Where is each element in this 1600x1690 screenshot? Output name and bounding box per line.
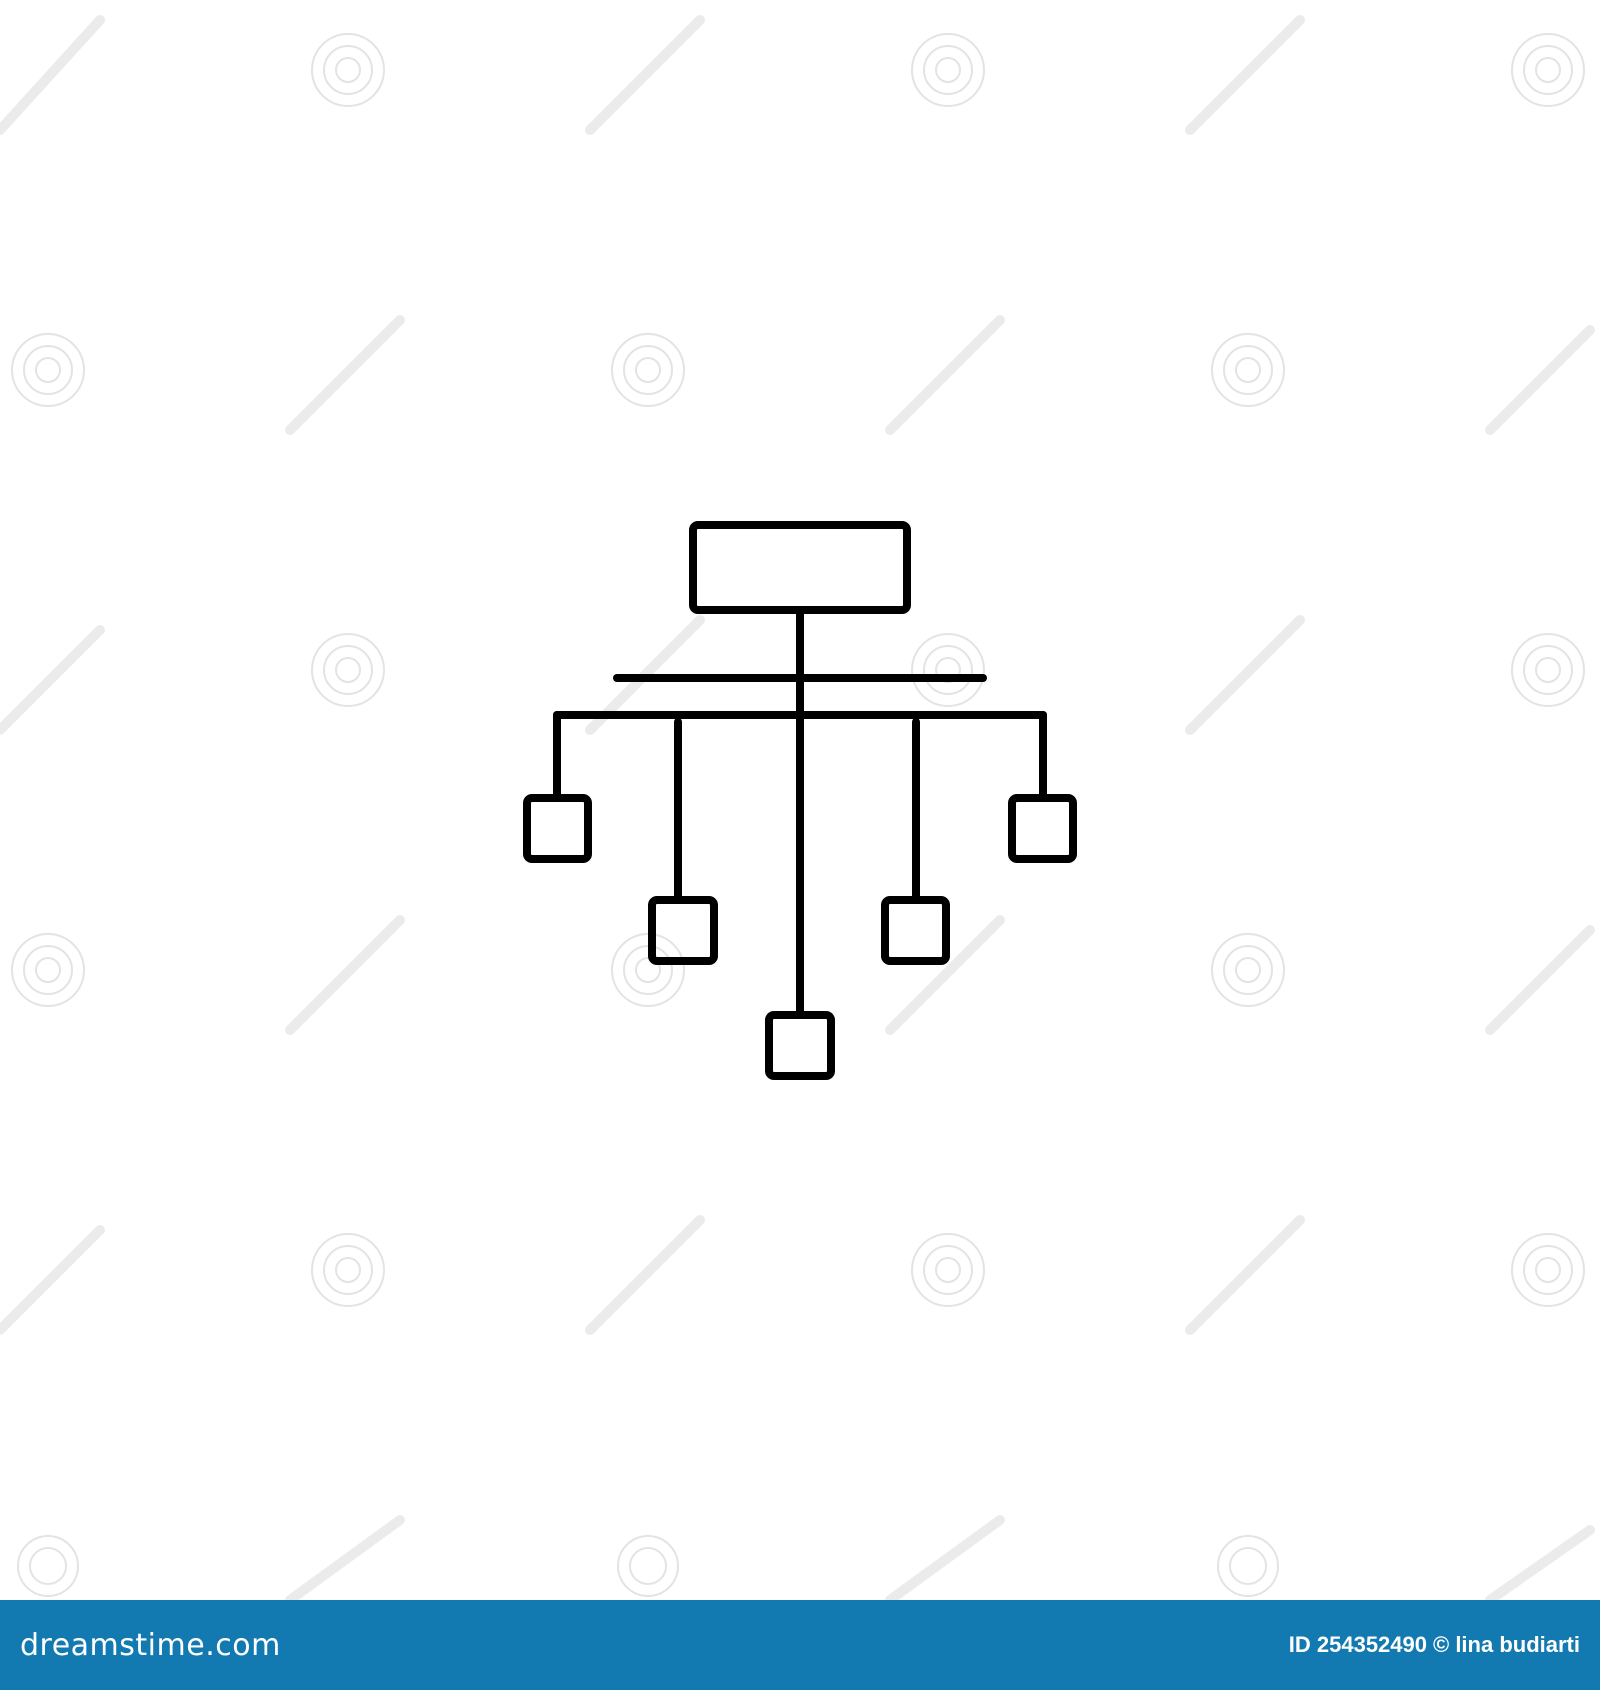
footer-bar: dreamstime.com ID 254352490 © lina budia… bbox=[0, 1600, 1600, 1690]
node-box-right bbox=[1008, 794, 1077, 863]
top-box-shape bbox=[689, 521, 911, 614]
node-box-bottom bbox=[765, 1011, 835, 1080]
node-box-mid-right bbox=[881, 896, 950, 965]
dreamstime-logo: dreamstime.com bbox=[20, 1627, 281, 1663]
image-copyright: © lina budiarti bbox=[1433, 1632, 1580, 1657]
image-id: ID 254352490 bbox=[1288, 1632, 1427, 1657]
node-box-mid-left bbox=[648, 896, 718, 965]
image-credit: ID 254352490 © lina budiarti bbox=[1289, 1632, 1580, 1658]
hierarchy-network-icon bbox=[523, 521, 1077, 1080]
node-box-left bbox=[523, 794, 592, 863]
